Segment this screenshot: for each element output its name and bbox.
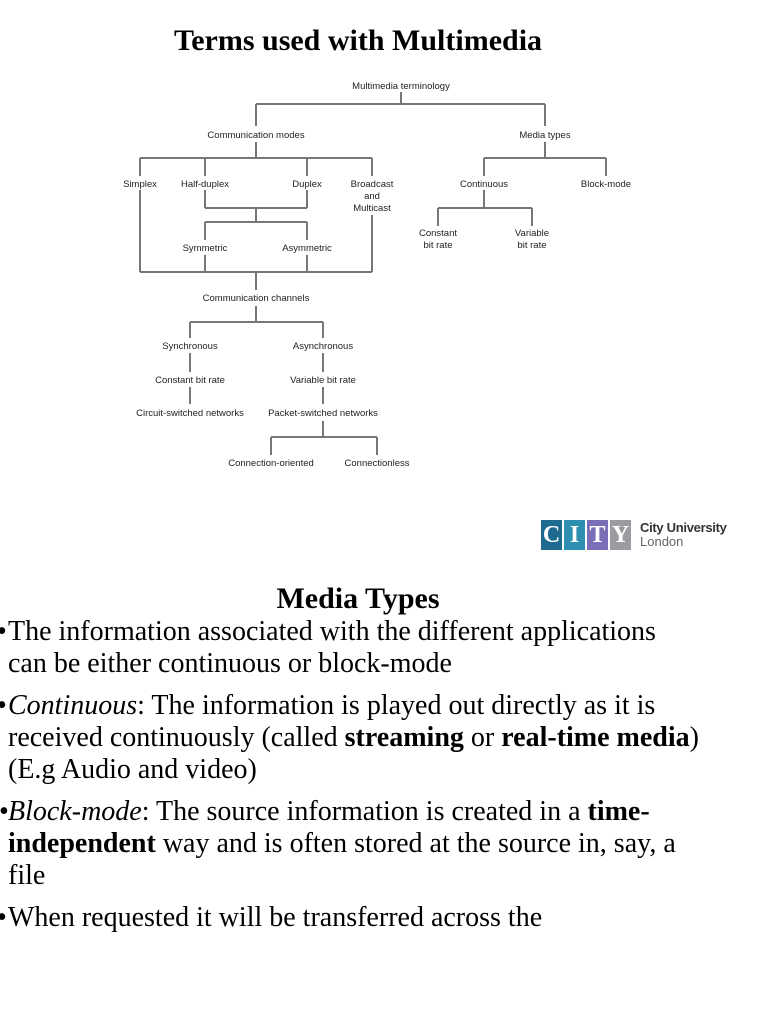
node-block-mode: Block-mode (581, 179, 631, 190)
node-broadcast-line1: Broadcast (351, 179, 394, 190)
node-communication-modes: Communication modes (207, 130, 304, 141)
logo-letter-c: C (541, 520, 562, 550)
text-run: or (463, 722, 502, 753)
node-half-duplex: Half-duplex (181, 179, 229, 190)
text-run: ) (E.g Audio and video) (8, 722, 699, 785)
node-variable-bit-rate-line1: Variable (515, 228, 549, 239)
slide-title-media-types: Media Types (276, 582, 440, 615)
node-duplex: Duplex (292, 179, 322, 190)
node-media-types: Media types (519, 130, 570, 141)
node-multimedia-terminology: Multimedia terminology (352, 81, 450, 92)
node-asynchronous: Asynchronous (293, 341, 353, 352)
node-constant-bit-rate: Constant bit rate (155, 375, 225, 386)
node-connectionless: Connectionless (345, 458, 410, 469)
node-symmetric: Symmetric (183, 243, 228, 254)
logo-line1: City University (640, 520, 727, 535)
diagram-connectors (139, 92, 607, 455)
node-asymmetric: Asymmetric (282, 243, 332, 254)
node-broadcast-line3: Multicast (353, 203, 391, 214)
node-connection-oriented: Connection-oriented (228, 458, 314, 469)
bullet-mark: • (0, 616, 7, 648)
slide-title-terms: Terms used with Multimedia (173, 24, 543, 57)
bold-text: streaming (344, 722, 464, 753)
node-simplex: Simplex (123, 179, 157, 190)
bullet-mark: • (0, 796, 9, 828)
logo-text: City University London (640, 521, 727, 549)
node-constant-bit-rate-line2: bit rate (423, 240, 452, 251)
node-broadcast-line2: and (364, 191, 380, 202)
city-university-logo: C I T Y City University London (541, 517, 727, 553)
node-continuous: Continuous (460, 179, 508, 190)
bullet-item: •Continuous: The information is played o… (0, 690, 700, 786)
text-run: When requested it will be transferred ac… (8, 902, 543, 933)
text-run: The information associated with the diff… (8, 616, 656, 679)
bullet-item: • The information associated with the di… (0, 616, 700, 680)
bullet-list: • The information associated with the di… (0, 616, 700, 944)
node-synchronous: Synchronous (162, 341, 218, 352)
node-variable-bit-rate-line2: bit rate (517, 240, 546, 251)
bullet-item: •Block-mode: The source information is c… (0, 796, 700, 892)
node-circuit-switched: Circuit-switched networks (136, 408, 244, 419)
bullet-mark: • (0, 902, 7, 934)
text-run: : The information is played out directly… (8, 690, 656, 753)
logo-letter-i: I (564, 520, 585, 550)
multimedia-terminology-diagram: Multimedia terminology Communication mod… (123, 81, 631, 469)
italic-text: Block-mode (8, 796, 142, 827)
logo-line2: London (640, 534, 684, 549)
text-run: way and is often stored at the source in… (8, 828, 676, 891)
node-variable-bit-rate: Variable bit rate (290, 375, 356, 386)
node-communication-channels: Communication channels (203, 293, 310, 304)
logo-letter-t: T (587, 520, 608, 550)
bold-text: real-time media (501, 722, 690, 753)
italic-text: Continuous (8, 690, 138, 721)
node-constant-bit-rate-line1: Constant (419, 228, 457, 239)
logo-letter-y: Y (610, 520, 631, 550)
bullet-item: • When requested it will be transferred … (0, 902, 700, 934)
bullet-mark: • (0, 690, 7, 722)
bold-text: time-independent (8, 796, 650, 859)
text-run: : The source information is created in a (141, 796, 588, 827)
node-packet-switched: Packet-switched networks (268, 408, 378, 419)
